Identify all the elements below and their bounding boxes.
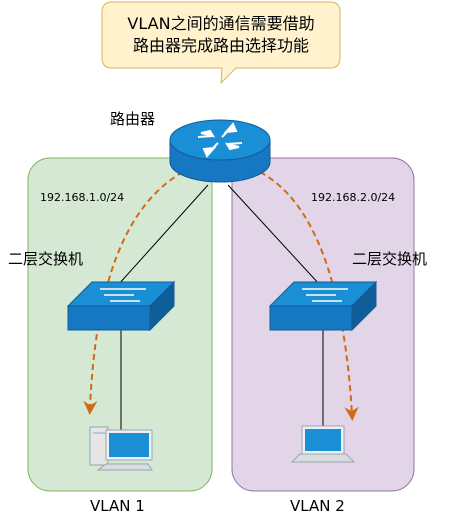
vlan1-name-label: VLAN 1	[90, 497, 145, 515]
vlan2-switch-label: 二层交换机	[352, 250, 428, 268]
router-icon	[169, 119, 271, 183]
route-arrow-vlan2	[259, 171, 359, 421]
link-router-switch2	[227, 184, 321, 286]
switch-vlan1-icon	[66, 280, 176, 332]
vlan1-switch-label: 二层交换机	[8, 250, 84, 268]
switch-vlan2-icon	[268, 280, 378, 332]
vlan2-subnet-label: 192.168.2.0/24	[311, 191, 396, 204]
link-router-switch1	[117, 184, 209, 286]
callout-line-1: VLAN之间的通信需要借助	[127, 14, 315, 33]
callout-text: VLAN之间的通信需要借助 路由器完成路由选择功能	[102, 2, 340, 68]
laptop-icon	[290, 425, 356, 463]
vlan1-subnet-label: 192.168.1.0/24	[40, 191, 125, 204]
desktop-computer-icon	[89, 426, 153, 471]
vlan2-name-label: VLAN 2	[290, 497, 345, 515]
callout-bubble	[101, 1, 341, 85]
callout-line-2: 路由器完成路由选择功能	[132, 36, 309, 55]
route-arrow-vlan1	[83, 171, 184, 415]
router-label: 路由器	[110, 110, 156, 128]
